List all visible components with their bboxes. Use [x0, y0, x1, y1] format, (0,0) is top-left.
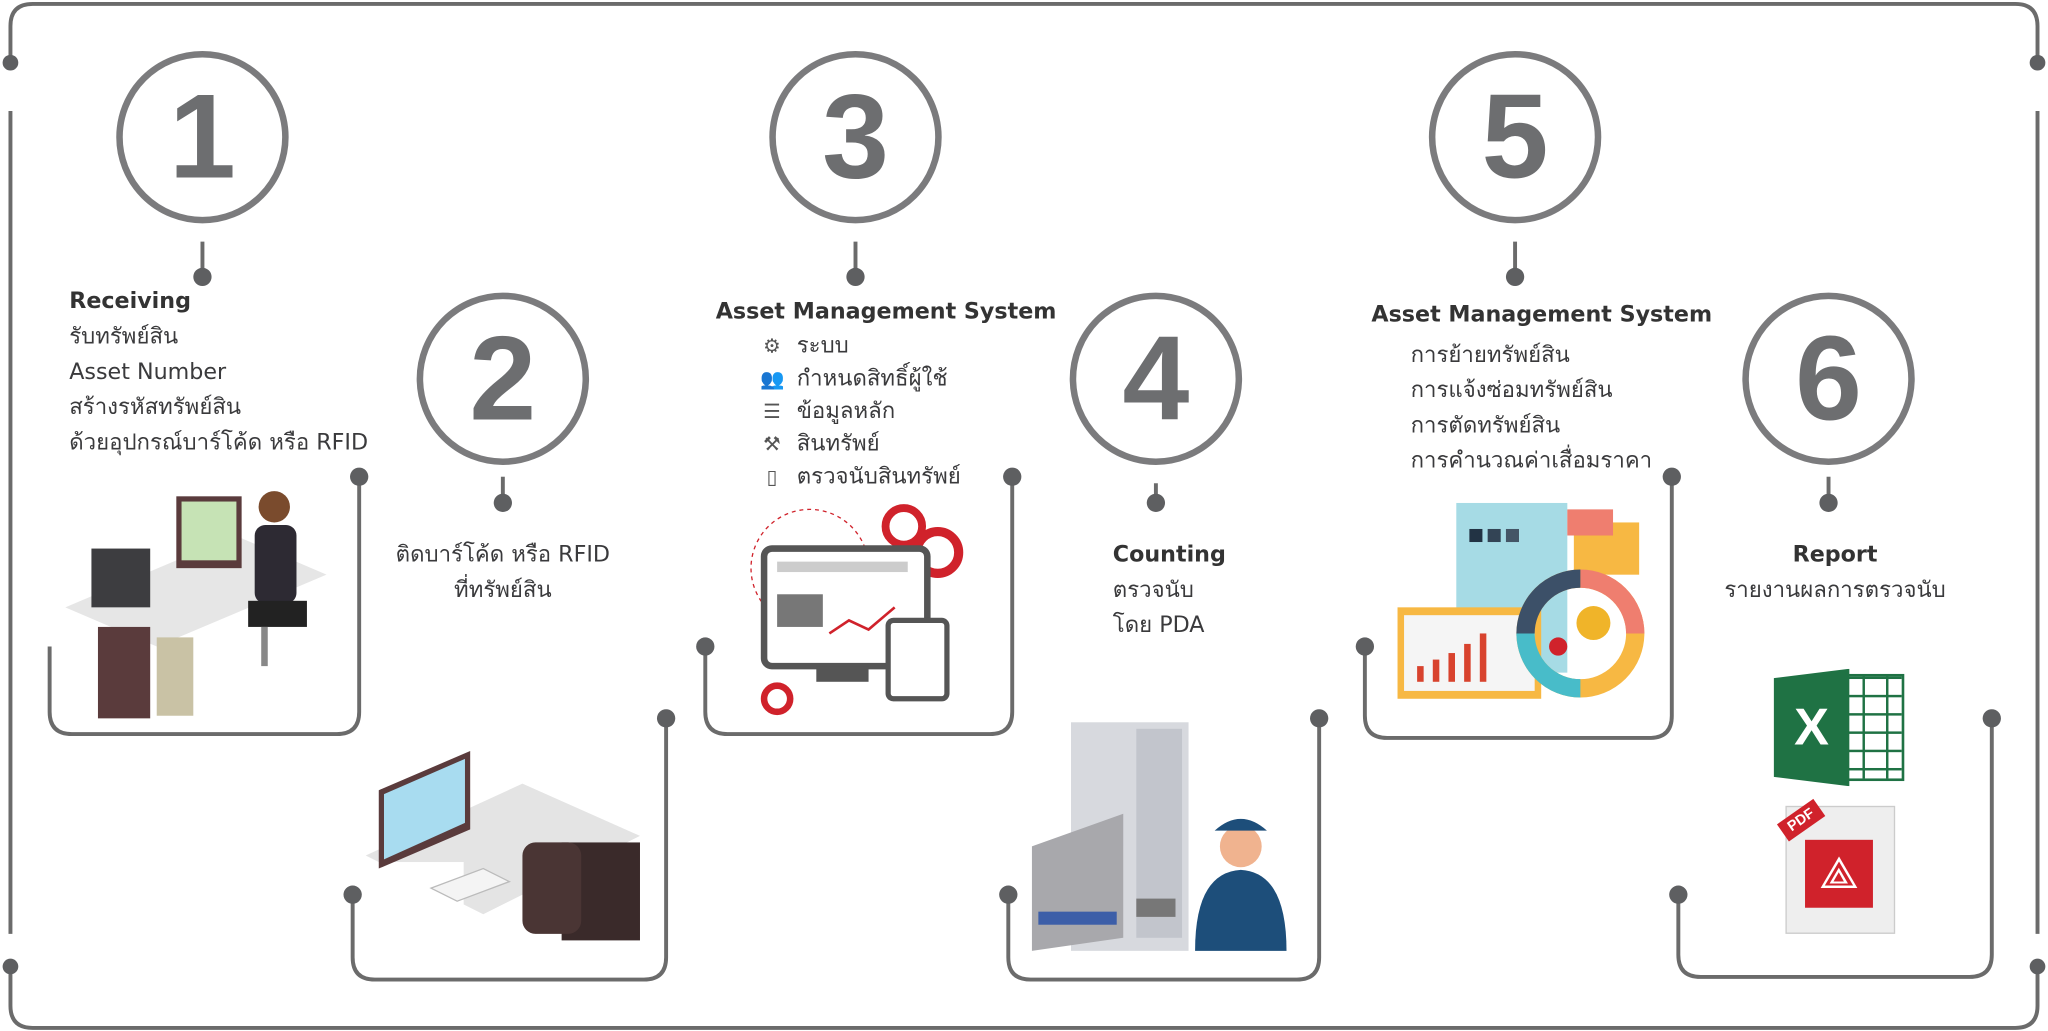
excel-letter: X	[1773, 668, 1850, 787]
step-3-item: ⚙ ระบบ	[760, 330, 1056, 363]
step-3-item: 👥 กำหนดสิทธิ์ผู้ใช้	[760, 363, 1056, 396]
step-5-text: Asset Management System การย้ายทรัพย์สิน…	[1371, 298, 1712, 480]
item-label: ระบบ	[796, 333, 849, 360]
excel-file-icon: X	[1773, 668, 1905, 787]
step-3-text: Asset Management System ⚙ ระบบ 👥 กำหนดสิทธ…	[716, 295, 1057, 494]
users-icon: 👥	[760, 367, 785, 391]
step-1-line: ด้วยอุปกรณ์บาร์โค้ด หรือ RFID	[69, 429, 369, 456]
step-4-line: โดย PDA	[1112, 612, 1205, 639]
item-label: ตรวจนับสินทรัพย์	[796, 463, 961, 490]
step-3-item: ▯ ตรวจนับสินทรัพย์	[760, 461, 1056, 494]
tablet-icon: ▯	[766, 464, 778, 489]
item-label: ข้อมูลหลัก	[796, 398, 896, 425]
step-3-item: ☰ ข้อมูลหลัก	[760, 396, 1056, 429]
step-1-line: รับทรัพย์สิน	[69, 323, 179, 351]
pdf-file-icon: ⟁ PDF	[1776, 798, 1897, 934]
item-label: กำหนดสิทธิ์ผู้ใช้	[796, 365, 948, 392]
step-2-line: ติดบาร์โค้ด หรือ RFID	[395, 542, 611, 569]
office-worker-illustration	[65, 491, 327, 719]
step-1-line: Asset Number	[69, 359, 227, 386]
step-4-text: Counting ตรวจนับ โดย PDA	[1113, 538, 1226, 644]
step-4-title: Counting	[1112, 542, 1226, 569]
step-5-line: การแจ้งซ่อมทรัพย์สิน	[1410, 377, 1613, 404]
step-6-text: Report รายงานผลการตรวจนับ	[1698, 538, 1972, 609]
step-2-number: 2	[416, 292, 590, 465]
step-1-number: 1	[116, 50, 289, 224]
gavel-icon: ⚒	[763, 432, 781, 456]
step-4-number: 4	[1069, 292, 1243, 465]
step-1-line: สร้างรหัสทรัพย์สิน	[69, 394, 242, 421]
step-1-title: Receiving	[69, 288, 191, 315]
report-charts-illustration	[1397, 502, 1645, 699]
list-icon: ☰	[763, 399, 781, 424]
step-6-number: 6	[1742, 292, 1915, 465]
step-5-line: การตัดทรัพย์สิน	[1410, 412, 1561, 439]
step-5-line: การคำนวณค่าเสื่อมราคา	[1410, 447, 1653, 475]
step-1-text: Receiving รับทรัพย์สิน Asset Number สร้า…	[69, 285, 368, 461]
computer-analytics-illustration	[750, 504, 964, 716]
desk-computer-illustration	[365, 751, 640, 941]
step-6-title: Report	[1792, 542, 1878, 569]
step-4-line: ตรวจนับ	[1112, 577, 1194, 604]
item-label: สินทรัพย์	[796, 431, 880, 458]
step-5-line: การย้ายทรัพย์สิน	[1410, 342, 1570, 369]
step-3-item: ⚒ สินทรัพย์	[760, 428, 1056, 461]
step-2-line: ที่ทรัพย์สิน	[454, 577, 552, 604]
step-3-number: 3	[769, 50, 942, 224]
step-2-text: ติดบาร์โค้ด หรือ RFID ที่ทรัพย์สิน	[372, 538, 633, 609]
pda-counting-illustration	[1031, 722, 1287, 951]
gear-icon: ⚙	[763, 334, 781, 358]
step-5-title: Asset Management System	[1371, 301, 1713, 328]
step-3-title: Asset Management System	[715, 299, 1057, 326]
step-5-number: 5	[1428, 50, 1602, 224]
step-6-line: รายงานผลการตรวจนับ	[1724, 577, 1946, 604]
